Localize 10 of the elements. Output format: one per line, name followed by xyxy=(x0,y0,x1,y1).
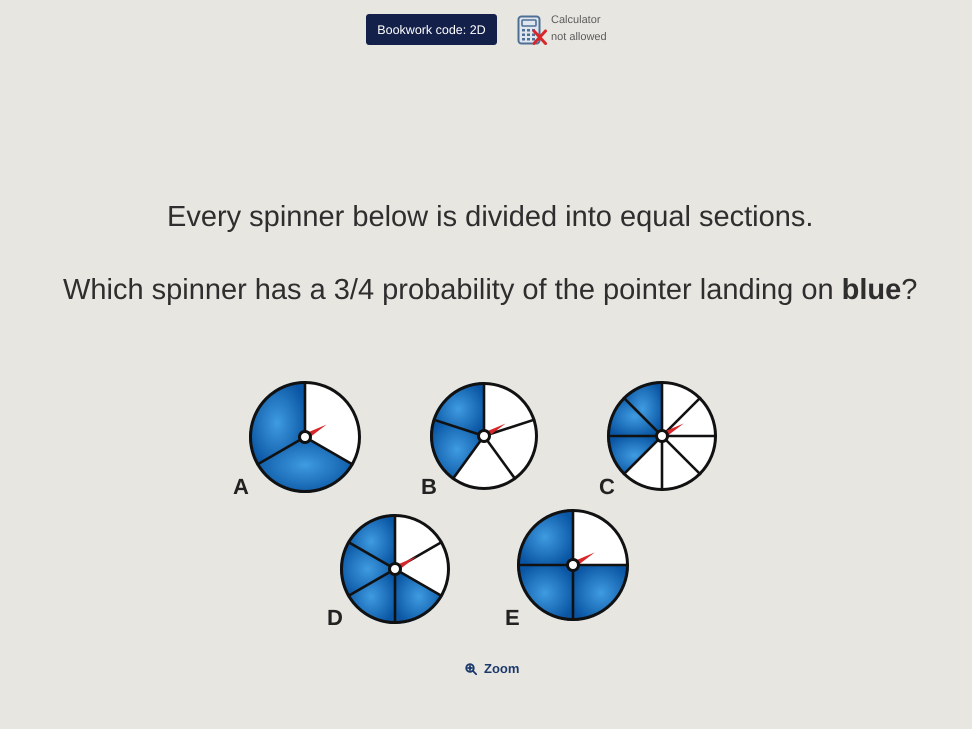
question-text: Which spinner has a 3/4 probability of the pointer landing on blue? xyxy=(63,273,918,307)
option-letter: A xyxy=(233,476,249,498)
bookwork-code-badge: Bookwork code: 2D xyxy=(366,14,497,45)
calculator-notice: Calculator not allowed xyxy=(551,13,608,45)
option-letter: D xyxy=(327,607,343,629)
instruction-text: Every spinner below is divided into equal sections. xyxy=(167,200,814,234)
option-letter: C xyxy=(599,476,615,498)
option-letter: E xyxy=(505,607,520,629)
zoom-button: Zoom xyxy=(465,661,520,676)
option-letter: B xyxy=(421,476,437,498)
